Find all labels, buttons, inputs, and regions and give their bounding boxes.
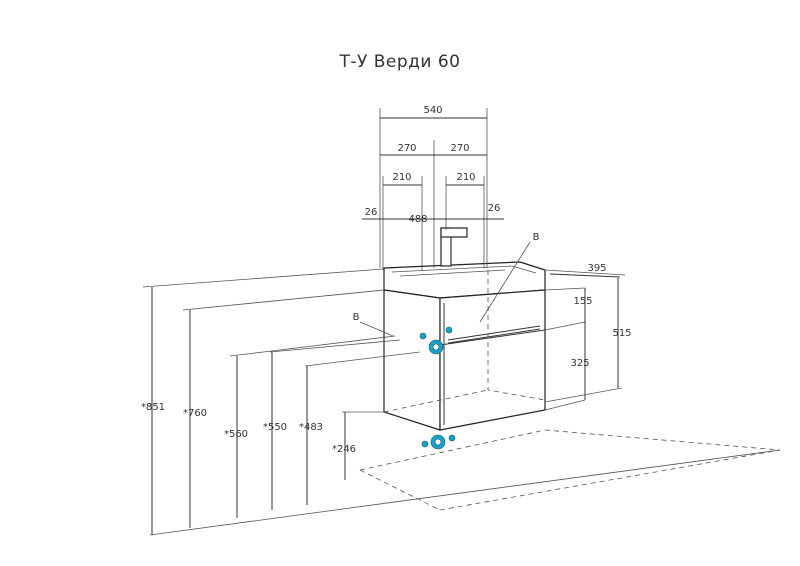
dim-560: *560 [224,429,248,440]
connectors [419,326,456,450]
connector-c2 [445,326,453,334]
dim-851: *851 [141,402,165,413]
label-b-right: B [533,232,540,243]
faucet [440,227,468,267]
dim-26-left: 26 [365,207,378,218]
dim-488: 488 [408,214,427,225]
connector-c4 [448,434,456,442]
dim-210-right: 210 [456,172,475,183]
dim-210-left: 210 [392,172,411,183]
cabinet [383,261,546,431]
dim-540: 540 [423,105,442,116]
left-dimensions: *851 *760 *560 *550 *483 *246 [141,268,781,536]
dim-395: 395 [587,263,606,274]
top-dimensions: 540 270 270 210 210 26 488 26 [362,105,504,270]
dim-483: *483 [299,422,323,433]
right-dimensions: 395 155 515 325 [544,263,632,411]
b-labels: B B [353,232,540,337]
connector-c1 [419,332,427,340]
dim-760: *760 [183,408,207,419]
dim-246: *246 [332,444,356,455]
dim-270-right: 270 [450,143,469,154]
cabinet-side [439,289,546,431]
dim-325: 325 [570,358,589,369]
label-b-left: B [353,312,360,323]
dim-270-left: 270 [397,143,416,154]
dim-155: 155 [573,296,592,307]
dim-515: 515 [612,328,631,339]
diagram-title: Т-У Верди 60 [339,52,461,72]
dim-26-right: 26 [488,203,501,214]
dim-550: *550 [263,422,287,433]
cabinet-front [383,289,441,431]
connector-c3 [421,440,429,448]
